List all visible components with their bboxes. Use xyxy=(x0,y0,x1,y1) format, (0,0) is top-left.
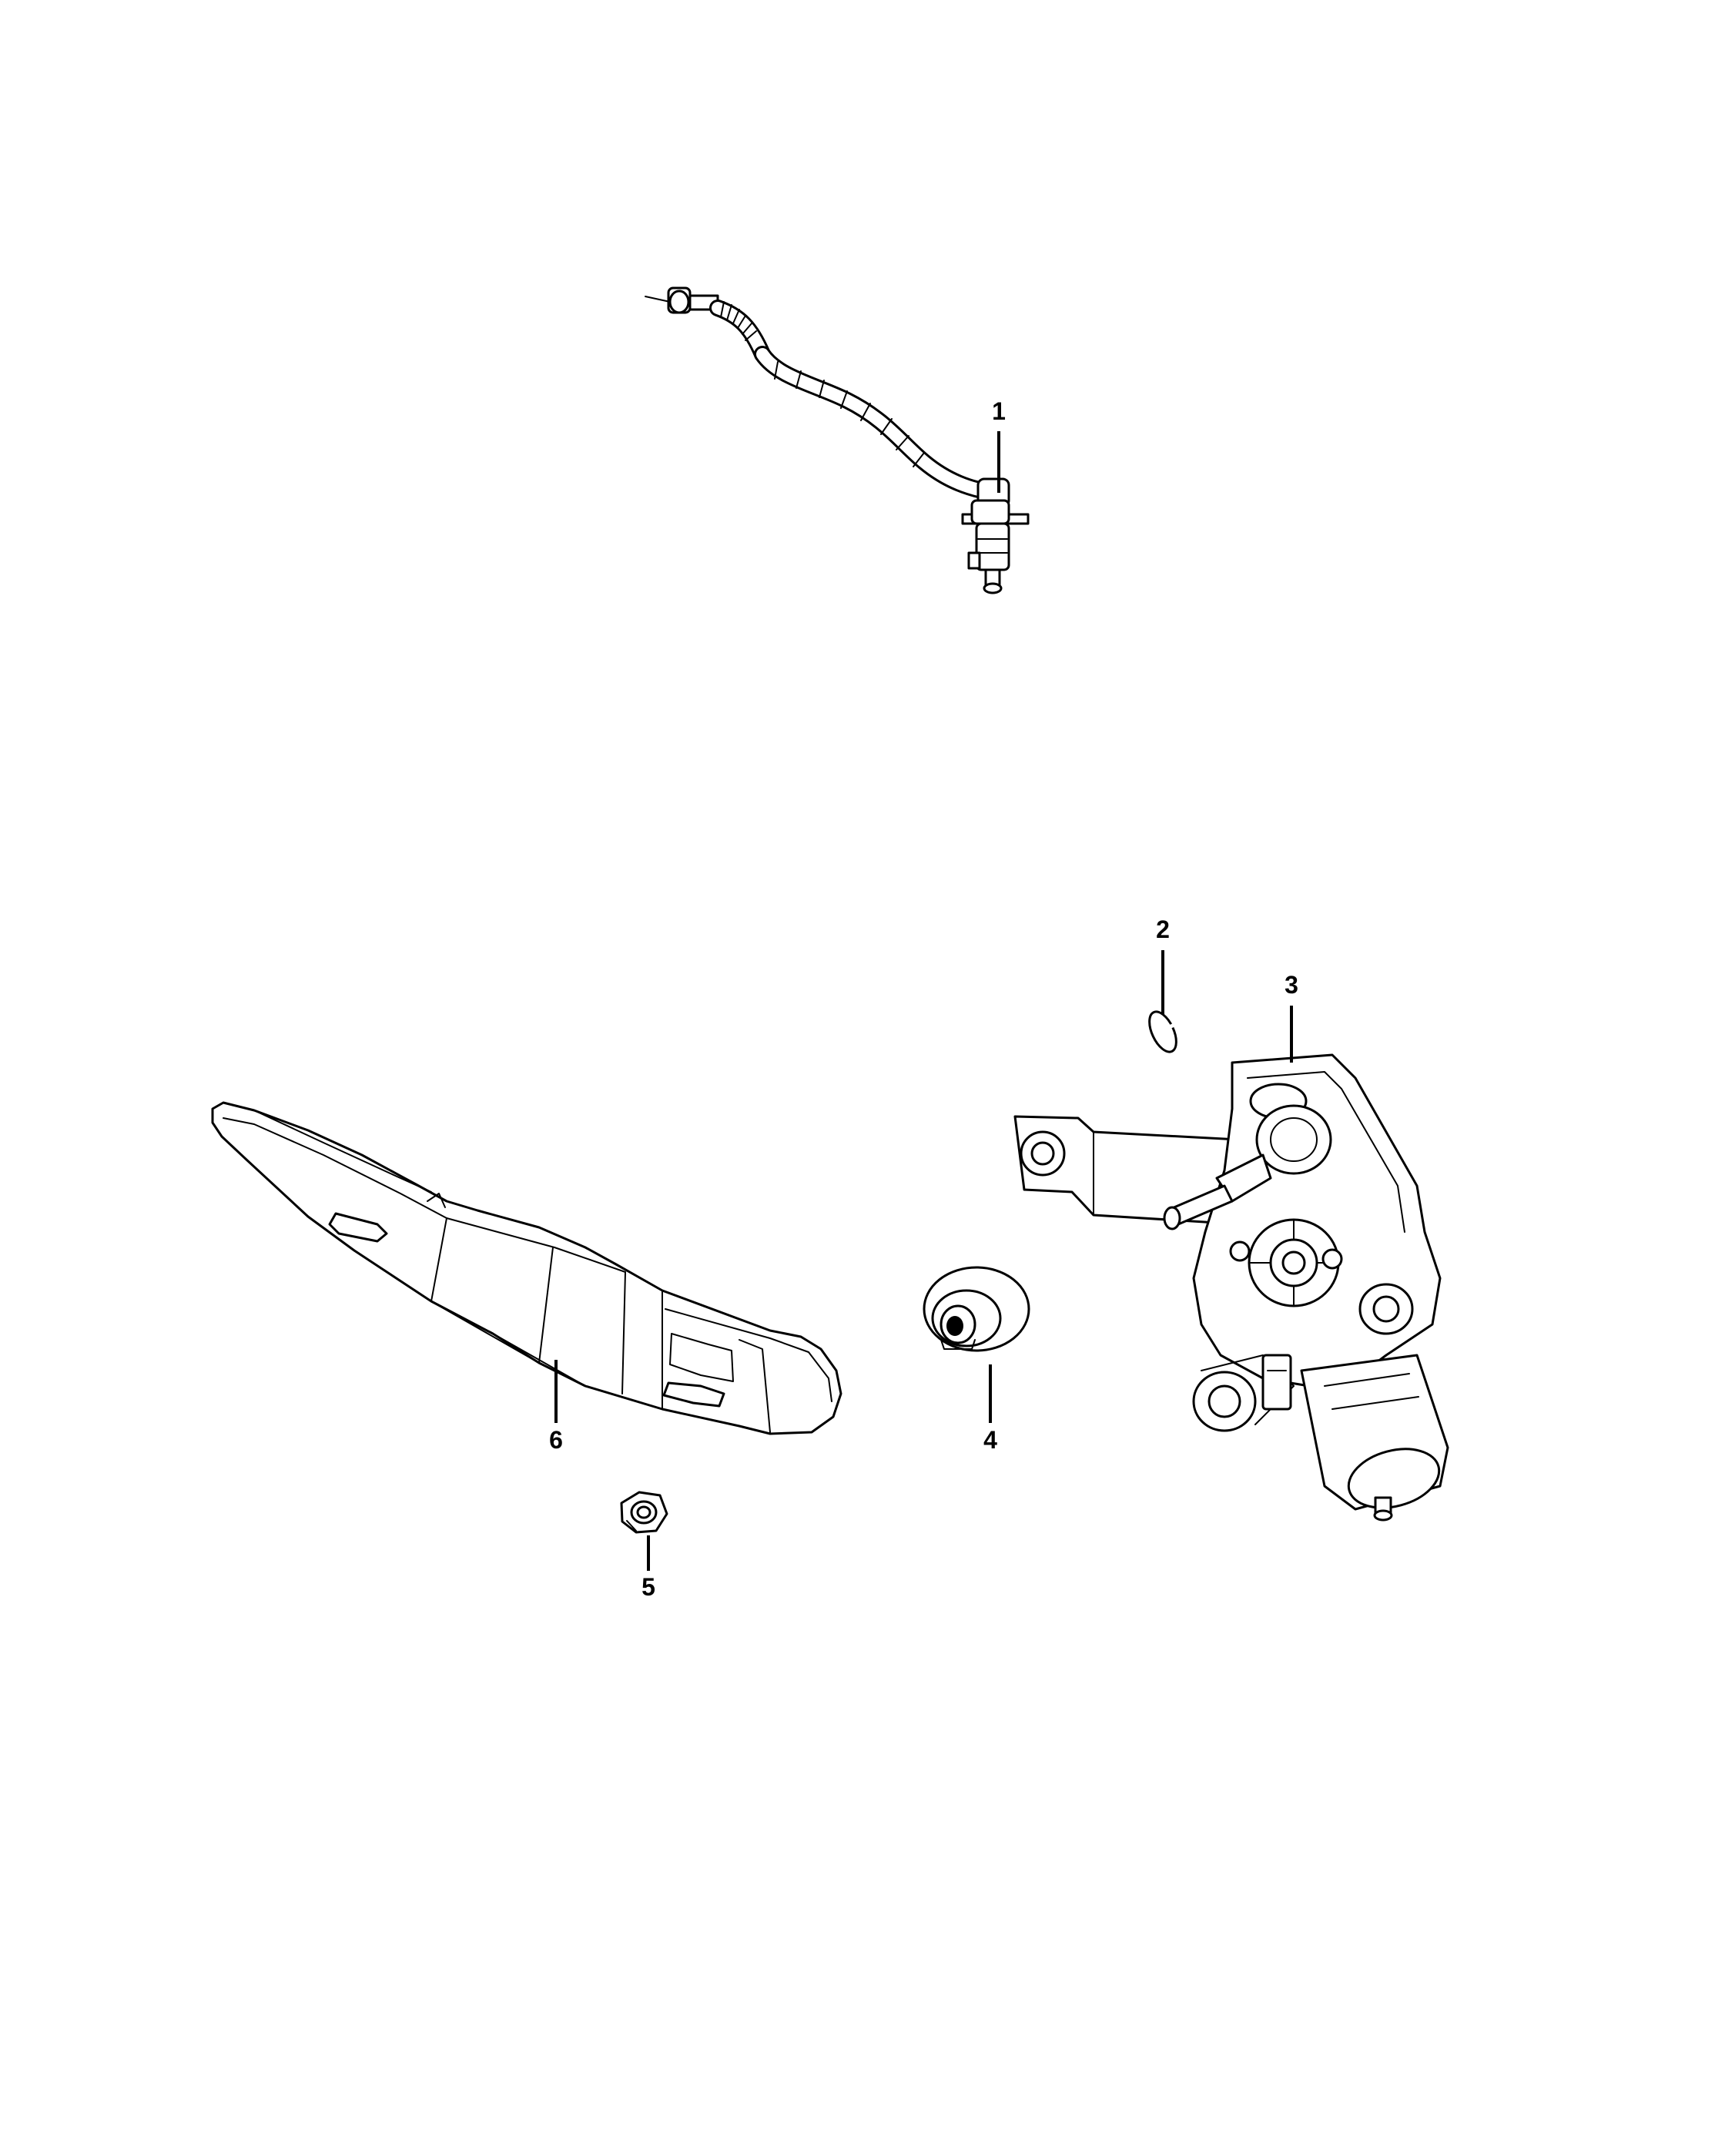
callout-5-label: 5 xyxy=(641,1573,655,1601)
callout-3: 3 xyxy=(1285,971,1298,1063)
callout-4: 4 xyxy=(983,1364,997,1454)
wiper-motor-part xyxy=(1013,1053,1449,1522)
callout-6-label: 6 xyxy=(549,1426,563,1454)
callout-4-label: 4 xyxy=(983,1426,997,1454)
nut-part xyxy=(620,1491,668,1534)
washer-hose-part xyxy=(645,286,1030,594)
grommet-part xyxy=(923,1266,1030,1352)
callout-3-label: 3 xyxy=(1285,971,1298,999)
rivet-part xyxy=(1118,1008,1210,1058)
callout-2: 2 xyxy=(1156,916,1170,1015)
callout-2-label: 2 xyxy=(1156,916,1170,943)
callout-1-label: 1 xyxy=(992,397,1006,425)
callout-5: 5 xyxy=(641,1535,655,1601)
callout-6: 6 xyxy=(549,1360,563,1454)
callout-1: 1 xyxy=(992,397,1006,493)
wiper-arm-part xyxy=(211,1101,842,1435)
